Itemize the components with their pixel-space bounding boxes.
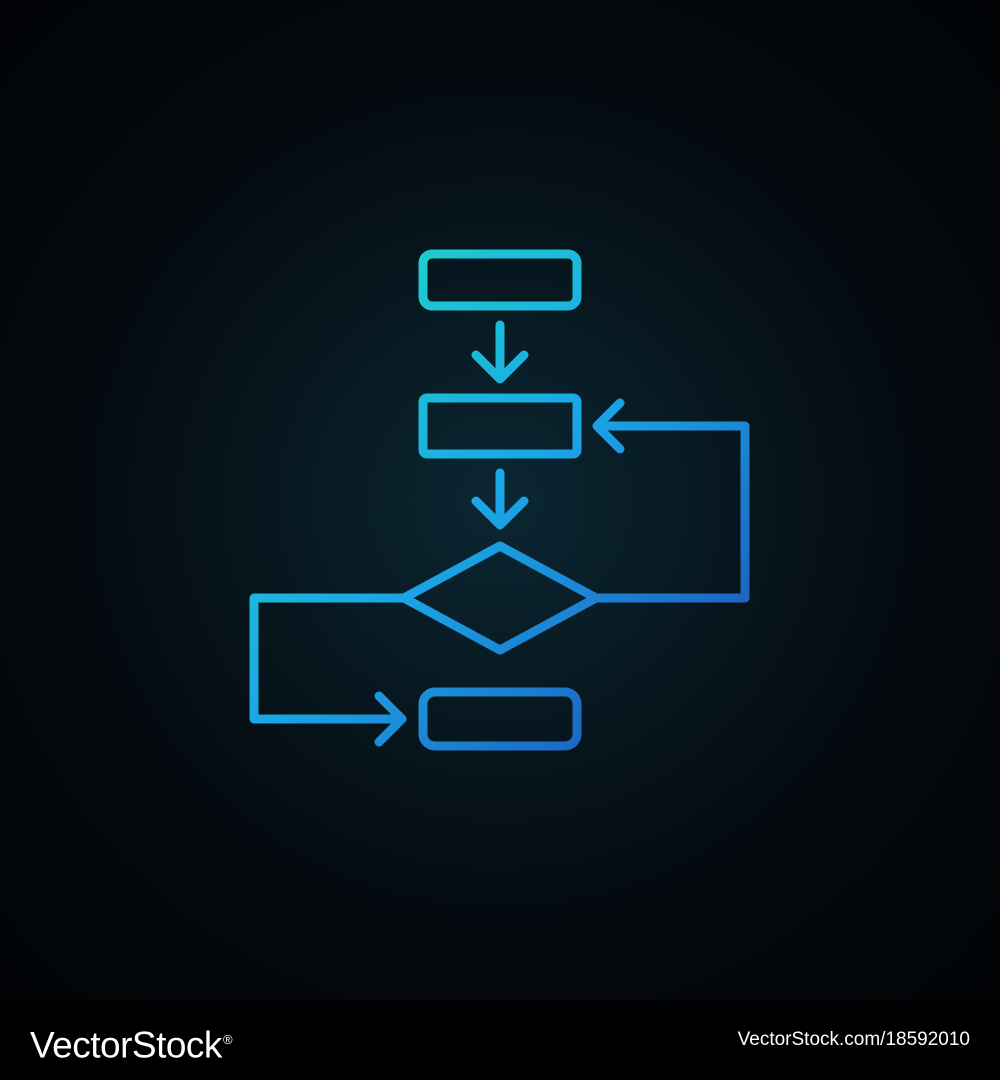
arrow-down-icon [471,320,529,384]
start-box [418,249,582,311]
registered-mark: ® [222,1032,233,1047]
watermark-footer: VectorStock® VectorStock.com/18592010 [0,1000,1000,1080]
decision-diamond [399,541,601,655]
arrow-left-icon [592,398,625,454]
arrow-down-icon [471,468,529,530]
illustration-canvas [0,0,1000,1000]
loop-back-connector [591,421,750,603]
image-reference: VectorStock.com/18592010 [737,1029,970,1050]
brand-name: VectorStock [30,1024,222,1066]
arrow-right-icon [374,691,407,747]
brand-logo: VectorStock® [30,1016,233,1066]
process-box [418,393,582,459]
flowchart-icon [249,249,750,751]
end-box [418,687,582,751]
exit-connector [249,593,409,724]
